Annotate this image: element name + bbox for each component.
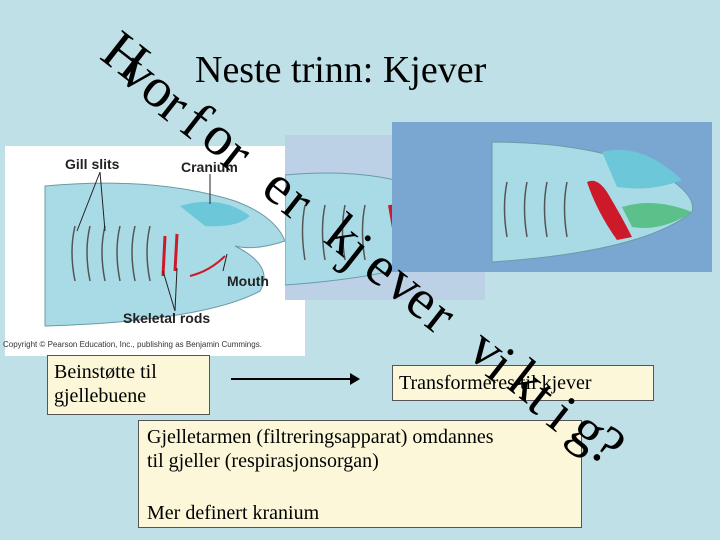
overlay-question-char: r	[149, 74, 203, 135]
label-gill-slits: Gill slits	[65, 156, 120, 172]
label-cranium: Cranium	[181, 159, 238, 175]
diagram-panel-jawed	[392, 122, 712, 272]
label-skeletal-rods: Skeletal rods	[123, 310, 211, 326]
copyright-note: Copyright © Pearson Education, Inc., pub…	[3, 340, 262, 349]
summary-line-3: Mer definert kranium	[147, 502, 320, 524]
overlay-question-char: v	[109, 39, 170, 106]
arrow-right-icon	[231, 373, 360, 385]
jawed-head-illustration	[491, 141, 694, 263]
text-box-gill-arch-support: Beinstøtte til gjellebuene	[47, 355, 210, 415]
overlay-question-char: H	[90, 19, 161, 93]
summary-spacer	[147, 473, 573, 501]
jawless-head-illustration	[44, 171, 286, 327]
summary-line-1: Gjelletarmen (filtreringsapparat) omdann…	[147, 426, 494, 448]
summary-line-2: til gjeller (respirasjonsorgan)	[147, 450, 379, 472]
text-box-summary: Gjelletarmen (filtreringsapparat) omdann…	[138, 420, 582, 528]
overlay-question-char: o	[129, 55, 190, 122]
text-box-transformed-to-jaws: Transformeres til kjever	[392, 365, 654, 401]
diagram-panel-gill-arches: Gill slits Cranium Mouth Skeletal rods	[5, 146, 305, 356]
overlay-question-char: ?	[578, 413, 637, 479]
slide-title: Neste trinn: Kjever	[195, 49, 487, 91]
label-mouth: Mouth	[227, 273, 269, 289]
overlay-question-char: f	[169, 90, 223, 152]
